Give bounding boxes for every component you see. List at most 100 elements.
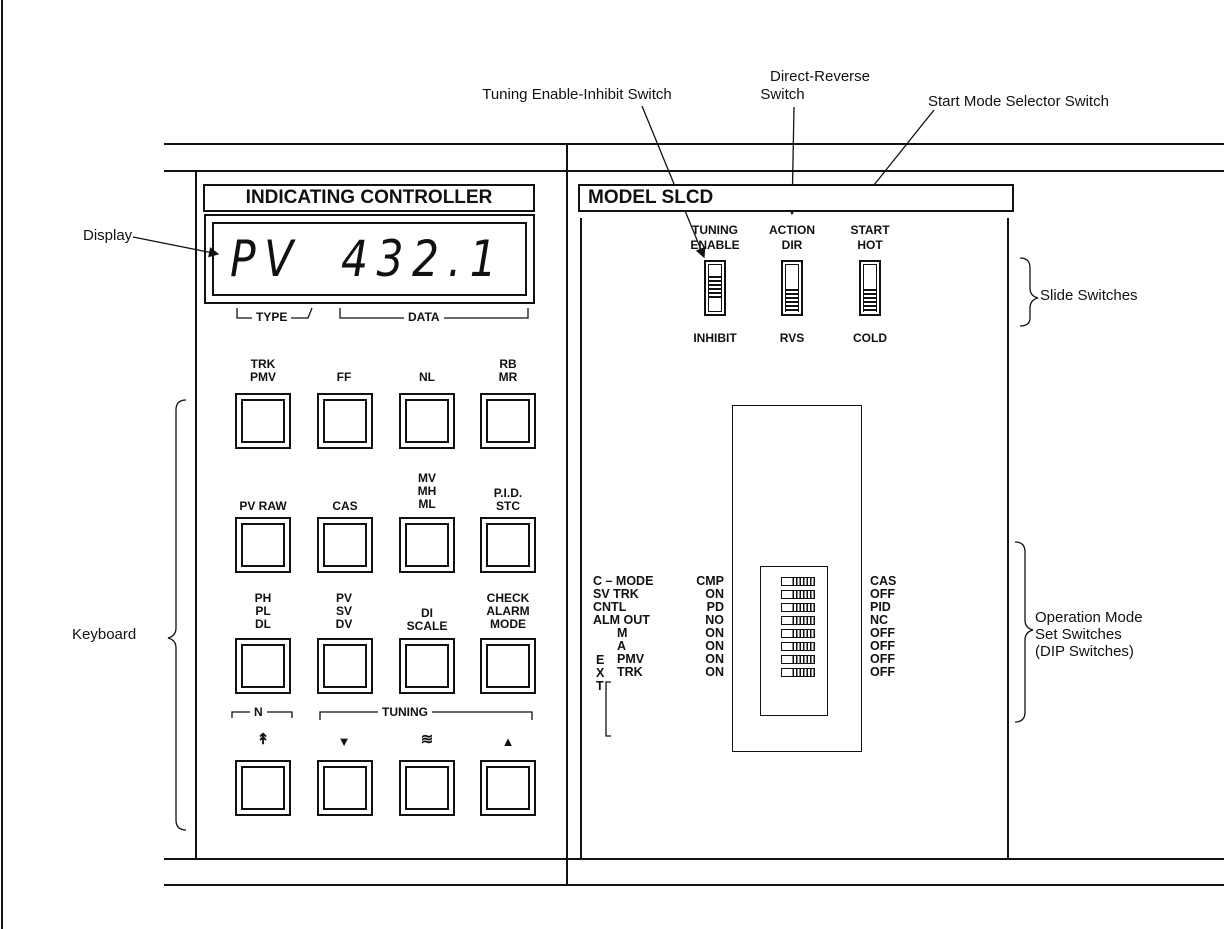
key-mv-mh-ml[interactable]	[399, 517, 455, 573]
panel-divider	[566, 143, 568, 886]
key-di-scale[interactable]	[399, 638, 455, 694]
start-mode-switch[interactable]	[859, 260, 881, 316]
callout-display: Display	[83, 227, 133, 244]
key-tuning-down[interactable]	[317, 760, 373, 816]
model-slcd-header: MODEL SLCD	[578, 184, 1014, 212]
dip-right-value: PID	[870, 600, 891, 614]
dip-right-value: OFF	[870, 665, 895, 679]
dip-left-value: NO	[705, 613, 724, 627]
dip-right-value: OFF	[870, 587, 895, 601]
ext-letters: E X T	[596, 654, 604, 693]
dip-row-name: ALM OUT	[593, 613, 650, 627]
key-nl[interactable]	[399, 393, 455, 449]
key-n[interactable]	[235, 760, 291, 816]
keyboard-brace	[167, 399, 187, 831]
key-label-line: FF	[336, 370, 352, 384]
dip-right-values: CAS OFF PID NC OFF OFF OFF OFF	[870, 575, 896, 679]
dip-switch-alm-out[interactable]	[781, 616, 815, 625]
switch-frame	[708, 264, 722, 312]
callout-operation-mode-2: Set Switches	[1035, 626, 1122, 643]
left-panel-left-edge	[195, 172, 197, 860]
key-label-line: ≋	[420, 731, 434, 748]
callout-direct-reverse-2: Switch	[760, 86, 805, 103]
page-left-border	[1, 0, 3, 929]
key-label-line: MV	[418, 471, 436, 485]
rack-top-line-1	[164, 143, 1224, 145]
slide-label-line: TUNING	[692, 223, 738, 237]
key-tuning-up[interactable]	[480, 760, 536, 816]
display-type: PV	[230, 230, 302, 288]
key-label-line: PV RAW	[239, 499, 287, 513]
key-tuning-auto[interactable]	[399, 760, 455, 816]
key-label-line: TRK	[250, 357, 276, 371]
dip-switch-ext-trk[interactable]	[781, 668, 815, 677]
tuning-enable-inhibit-switch[interactable]	[704, 260, 726, 316]
slide-label-cold: COLD	[853, 331, 887, 345]
key-label-line: DI	[421, 606, 433, 620]
key-cas[interactable]	[317, 517, 373, 573]
key-pid-stc[interactable]	[480, 517, 536, 573]
key-check-alarm-mode[interactable]	[480, 638, 536, 694]
dip-right-value: OFF	[870, 626, 895, 640]
right-panel-inner-left	[580, 218, 582, 858]
slide-label-line: DIR	[781, 238, 803, 252]
dip-switch-ext-m[interactable]	[781, 629, 815, 638]
direct-reverse-switch[interactable]	[781, 260, 803, 316]
dip-left-value: ON	[705, 665, 724, 679]
ext-letter: T	[596, 679, 604, 693]
dip-right-value: OFF	[870, 639, 895, 653]
dip-row-name: M	[617, 626, 628, 640]
data-label: DATA	[404, 310, 444, 324]
indicating-controller-header: INDICATING CONTROLLER	[203, 184, 535, 212]
n-arrow-icon: ↟	[228, 732, 298, 747]
callout-operation-mode-3: (DIP Switches)	[1035, 643, 1134, 660]
display: PV 432.1	[204, 214, 535, 304]
slide-label-line: HOT	[857, 238, 883, 252]
dip-row-name: A	[617, 639, 627, 653]
key-pv-sv-dv[interactable]	[317, 638, 373, 694]
model-slcd-title: MODEL SLCD	[588, 187, 714, 208]
dip-switch-sv-trk[interactable]	[781, 590, 815, 599]
switch-knob	[864, 289, 876, 313]
right-panel-inner-right	[1007, 218, 1009, 858]
slide-switches-brace	[1019, 257, 1039, 327]
display-data: 432.1	[340, 230, 505, 288]
slide-label-line: START	[850, 223, 890, 237]
dip-left-value: ON	[705, 587, 724, 601]
dip-switch-ext-pmv[interactable]	[781, 655, 815, 664]
rack-bottom-line-2	[164, 884, 1224, 886]
key-label-line: DV	[335, 617, 353, 631]
key-label-line: MH	[417, 484, 437, 498]
key-label-line: PV	[335, 591, 352, 605]
dip-switch-c-mode[interactable]	[781, 577, 815, 586]
key-trk-pmv[interactable]	[235, 393, 291, 449]
key-label-pid-stc: P.I.D.STC	[473, 487, 543, 513]
slide-label-line: ENABLE	[690, 238, 740, 252]
key-label-line: CAS	[332, 499, 358, 513]
key-label-ff: FF	[309, 371, 379, 384]
key-label-line: ML	[418, 497, 436, 511]
dip-switch-cntl[interactable]	[781, 603, 815, 612]
callout-direct-reverse-1: Direct-Reverse	[769, 68, 871, 85]
dip-row-name: SV TRK	[593, 587, 639, 601]
dip-row-names: C – MODE SV TRK CNTL ALM OUT	[593, 575, 653, 627]
dip-left-value: ON	[705, 639, 724, 653]
dip-switch-ext-a[interactable]	[781, 642, 815, 651]
key-rb-mr[interactable]	[480, 393, 536, 449]
increase-arrow-icon: ▲	[473, 735, 543, 748]
key-label-line: DL	[255, 617, 271, 631]
key-label-line: ▼	[337, 734, 351, 749]
key-label-line: ALARM	[486, 604, 530, 618]
dip-left-values: CMP ON PD NO ON ON ON ON	[688, 575, 724, 679]
slide-label-line: ACTION	[769, 223, 815, 237]
key-ph-pl-dl[interactable]	[235, 638, 291, 694]
key-label-pv-raw: PV RAW	[228, 500, 298, 513]
key-ff[interactable]	[317, 393, 373, 449]
key-pv-raw[interactable]	[235, 517, 291, 573]
